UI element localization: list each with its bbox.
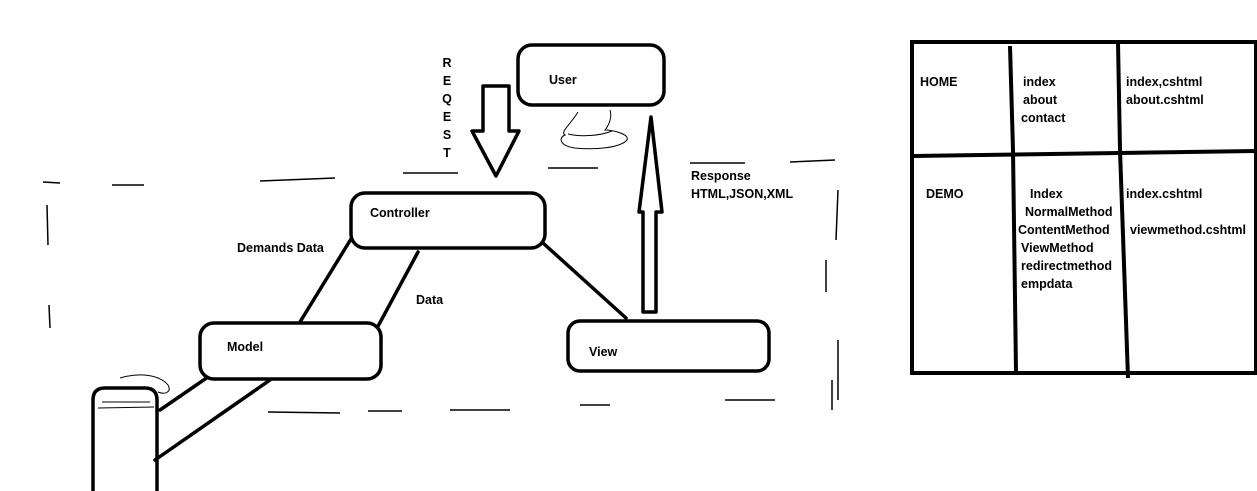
controller-box — [349, 191, 547, 250]
controller-table-grid — [910, 40, 1257, 379]
response-arrow-icon — [637, 115, 664, 314]
response-formats-label: HTML,JSON,XML — [691, 187, 794, 201]
table-controller-demo: DEMO — [926, 187, 964, 201]
request-letter: S — [442, 128, 452, 142]
table-controller-home: HOME — [920, 75, 958, 89]
user-shadow-scribble — [560, 109, 628, 150]
request-letter: E — [442, 74, 452, 88]
table-actions-home: index about contact — [1021, 73, 1065, 127]
action-item: about — [1023, 93, 1058, 107]
action-item: empdata — [1021, 277, 1073, 291]
action-item: redirectmethod — [1021, 259, 1112, 273]
database-scribble — [119, 374, 170, 394]
controller-view-line — [541, 241, 628, 320]
table-actions-demo: Index NormalMethod ContentMethod ViewMet… — [1018, 185, 1113, 293]
request-letter: E — [442, 110, 452, 124]
view-item: index.cshtml — [1126, 187, 1203, 201]
demands-data-label: Demands Data — [237, 241, 324, 255]
action-item: ContentMethod — [1018, 223, 1110, 237]
controller-model-line-demands — [298, 237, 353, 324]
model-db-line-upper — [158, 375, 210, 412]
action-item: index — [1023, 75, 1056, 89]
request-letter: R — [442, 56, 452, 70]
table-views-demo: index.cshtml viewmethod.cshtml — [1126, 185, 1246, 239]
view-item: about.cshtml — [1126, 93, 1204, 107]
table-views-home: index,cshtml about.cshtml — [1126, 73, 1204, 109]
mvc-boundary-dashed — [42, 159, 839, 414]
action-item: NormalMethod — [1025, 205, 1113, 219]
action-item: Index — [1030, 187, 1063, 201]
data-label: Data — [416, 293, 444, 307]
view-label: View — [589, 345, 618, 359]
database-icon — [91, 386, 159, 491]
request-letter: T — [443, 146, 451, 160]
response-label: Response — [691, 169, 751, 183]
view-item: index,cshtml — [1126, 75, 1203, 89]
model-box — [198, 321, 383, 381]
request-arrow-icon — [470, 84, 521, 178]
view-box — [566, 319, 771, 373]
model-db-line-lower — [153, 378, 272, 462]
controller-model-line-data — [374, 250, 420, 332]
controller-label: Controller — [370, 206, 430, 220]
model-label: Model — [227, 340, 264, 354]
user-label: User — [549, 73, 577, 87]
view-item: viewmethod.cshtml — [1130, 223, 1246, 237]
action-item: ViewMethod — [1021, 241, 1094, 255]
action-item: contact — [1021, 111, 1066, 125]
view-item — [1126, 203, 1246, 221]
user-box — [516, 43, 666, 107]
request-letter: Q — [442, 92, 452, 106]
